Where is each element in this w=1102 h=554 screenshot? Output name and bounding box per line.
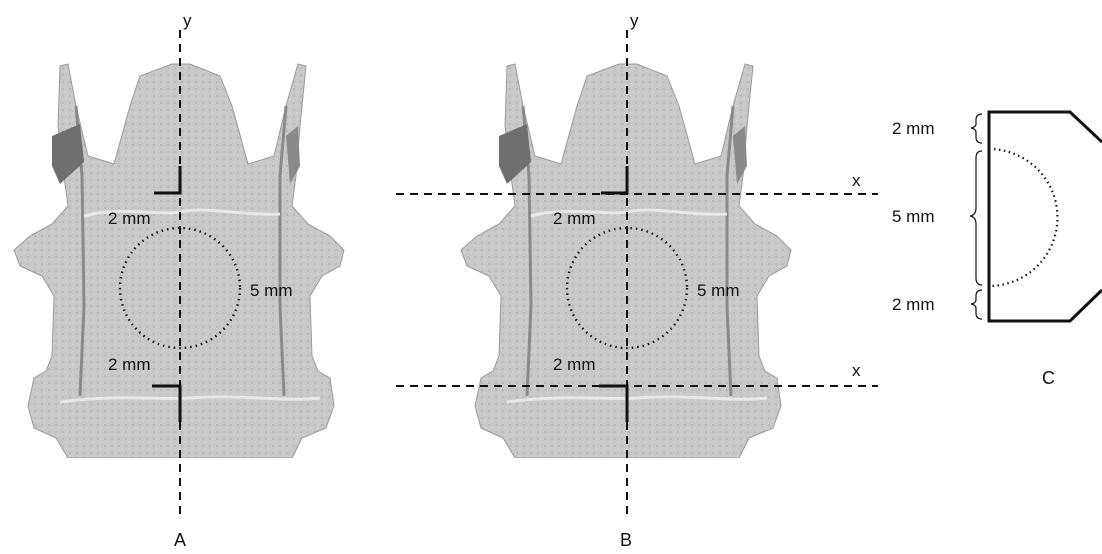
bottom-margin-label-b: 2 mm [553,355,596,374]
bottom-brace-c [971,290,982,319]
dotted-half-circle-c [989,149,1057,286]
top-margin-label-b: 2 mm [553,209,596,228]
top-brace-c [971,114,982,143]
panel-label-c: C [1042,368,1055,388]
panel-b: y x x 2 mm 5 mm 2 mm B [396,11,878,549]
x-axis-top-label-b: x [852,171,861,190]
top-margin-label-a: 2 mm [108,209,151,228]
y-axis-label-b: y [630,11,639,30]
bottom-margin-label-a: 2 mm [108,355,151,374]
circle-diameter-label-b: 5 mm [697,281,740,300]
bottom-label-c: 2 mm [892,295,935,314]
panel-c: 2 mm 5 mm 2 mm C [892,112,1102,388]
section-outline-c [989,112,1102,321]
panel-label-a: A [174,530,186,549]
middle-label-c: 5 mm [892,207,935,226]
panel-a: y 2 mm 5 mm 2 mm A [14,11,344,549]
top-label-c: 2 mm [892,119,935,138]
middle-brace-c [970,151,982,285]
circle-diameter-label-a: 5 mm [250,281,293,300]
y-axis-label-a: y [183,11,192,30]
x-axis-bottom-label-b: x [852,361,861,380]
panel-label-b: B [620,530,632,549]
